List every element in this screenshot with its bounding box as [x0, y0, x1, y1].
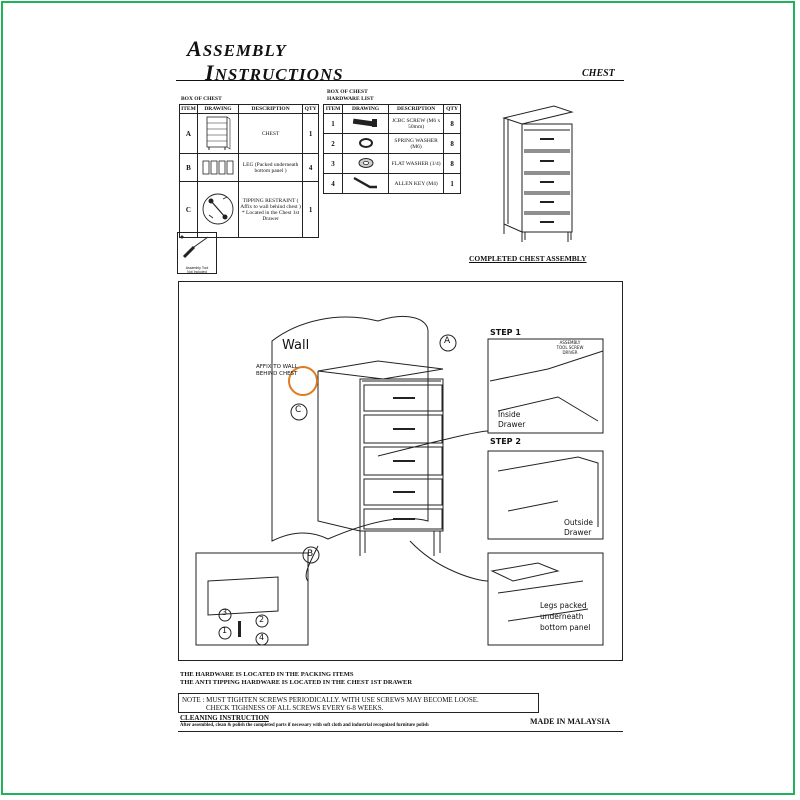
hardware-note: THE HARDWARE IS LOCATED IN THE PACKING I…	[180, 671, 412, 687]
hw-item: 1	[322, 113, 344, 134]
tool-label-2: Not Included	[187, 270, 207, 274]
spring-washer-drawing	[342, 133, 390, 154]
legs-label: Legs packed underneath bottom panel	[540, 600, 590, 633]
completed-caption: COMPLETED CHEST ASSEMBLY	[469, 254, 587, 263]
legs-label-1: Legs packed	[540, 601, 587, 610]
hw-item: 2	[322, 133, 344, 154]
made-in-label: MADE IN MALAYSIA	[530, 717, 611, 726]
step1-tool-label: ASSEMBLY TOOL SCREW DRIVER	[556, 340, 584, 355]
note-line-2: CHECK TIGHNESS OF ALL SCREWS EVERY 6-8 W…	[206, 704, 384, 712]
legs-drawing	[196, 153, 239, 182]
flat-washer-drawing	[342, 153, 390, 174]
box-row-b: B LEG (Packed underneath bottom panel ) …	[179, 153, 319, 182]
hardware-caption-1: BOX OF CHEST	[327, 89, 368, 95]
legs-label-3: bottom panel	[540, 623, 591, 632]
inside-label-1: Inside	[498, 410, 521, 419]
box-desc: CHEST	[237, 113, 304, 154]
footer-rule	[178, 731, 623, 732]
box-row-c: C TIPPING RESTRAINT ( Affix to wall behi…	[179, 181, 319, 238]
hw-qty: 8	[443, 133, 461, 154]
hw-row-4: 4 ALLEN KEY (M4) 1	[322, 173, 461, 194]
allen-key-drawing	[342, 173, 390, 194]
box-table-caption: BOX OF CHEST	[181, 96, 222, 102]
box-th-drawing: DRAWING	[196, 104, 239, 114]
hw-desc: FLAT WASHER (1/4)	[388, 153, 445, 174]
outside-label-1: Outside	[564, 518, 593, 527]
part-number-3: 3	[222, 608, 228, 617]
part-number-4: 4	[259, 633, 265, 642]
hw-qty: 8	[443, 113, 461, 134]
restraint-drawing	[196, 181, 239, 238]
callout-a: A	[444, 336, 451, 346]
callout-c: C	[295, 405, 302, 415]
box-qty: 1	[302, 113, 319, 154]
hw-qty: 8	[443, 153, 461, 174]
hw-th-qty: QTY	[443, 104, 461, 114]
note-box: NOTE : MUST TIGHTEN SCREWS PERIODICALLY.…	[178, 693, 539, 713]
hw-desc: SPRING WASHER (M6)	[388, 133, 445, 154]
affix-label: AFFIX TO WALL BEHIND CHEST	[256, 364, 298, 377]
hw-item: 3	[322, 153, 344, 174]
hw-th-item: ITEM	[322, 104, 344, 114]
step2-label: STEP 2	[490, 437, 521, 446]
box-table: ITEM DRAWING DESCRIPTION QTY A CHEST 1 B…	[179, 104, 319, 238]
box-th-desc: DESCRIPTION	[237, 104, 304, 114]
screwdriver-icon	[180, 235, 209, 259]
assembly-diagram	[195, 315, 604, 646]
box-th-qty: QTY	[302, 104, 319, 114]
box-item: C	[179, 181, 198, 238]
chest-drawing	[196, 113, 239, 154]
hw-desc: ALLEN KEY (M4)	[388, 173, 445, 194]
hw-item: 4	[322, 173, 344, 194]
hw-desc: JCBC SCREW (M6 x 50mm)	[388, 113, 445, 134]
box-desc: LEG (Packed underneath bottom panel )	[237, 153, 304, 182]
hw-row-1: 1 JCBC SCREW (M6 x 50mm) 8	[322, 113, 461, 134]
wall-label: Wall	[282, 338, 310, 353]
hw-th-desc: DESCRIPTION	[388, 104, 445, 114]
box-th-item: ITEM	[179, 104, 198, 114]
note-line-1: NOTE : MUST TIGHTEN SCREWS PERIODICALLY.…	[182, 696, 479, 704]
title-rule	[176, 80, 624, 81]
diagram-box	[178, 281, 623, 661]
outside-label-2: Drawer	[564, 528, 592, 537]
box-item: B	[179, 153, 198, 182]
box-item: A	[179, 113, 198, 154]
hw-qty: 1	[443, 173, 461, 194]
hardware-line-2: THE ANTI TIPPING HARDWARE IS LOCATED IN …	[180, 679, 413, 686]
callout-b: B	[307, 549, 314, 559]
box-desc: TIPPING RESTRAINT ( Affix to wall behind…	[237, 181, 304, 238]
screw-drawing	[342, 113, 390, 134]
box-row-a: A CHEST 1	[179, 113, 319, 154]
product-label: CHEST	[582, 68, 615, 79]
cleaning-text: After assembled, clean & polish the comp…	[180, 723, 429, 728]
hardware-caption-2: HARDWARE LIST	[327, 96, 374, 102]
hardware-line-1: THE HARDWARE IS LOCATED IN THE PACKING I…	[180, 671, 354, 678]
part-number-1: 1	[222, 626, 228, 635]
hw-th-drawing: DRAWING	[342, 104, 390, 114]
tool-label-1: Assembly Tool	[185, 266, 209, 270]
tool-box: Assembly Tool Not Included	[177, 232, 217, 274]
hw-row-3: 3 FLAT WASHER (1/4) 8	[322, 153, 461, 174]
legs-label-2: underneath	[540, 612, 584, 621]
cleaning-title: CLEANING INSTRUCTION	[180, 714, 269, 722]
completed-chest-drawing	[502, 105, 574, 242]
title-line-1: ASSEMBLY	[187, 36, 287, 61]
inside-label-2: Drawer	[498, 420, 526, 429]
part-number-2: 2	[259, 615, 265, 624]
box-qty: 4	[302, 153, 319, 182]
box-qty: 1	[302, 181, 319, 238]
hw-row-2: 2 SPRING WASHER (M6) 8	[322, 133, 461, 154]
title-line-2: INSTRUCTIONS	[205, 60, 344, 85]
hardware-table: ITEM DRAWING DESCRIPTION QTY 1 JCBC SCRE…	[322, 104, 461, 194]
step1-label: STEP 1	[490, 328, 521, 337]
